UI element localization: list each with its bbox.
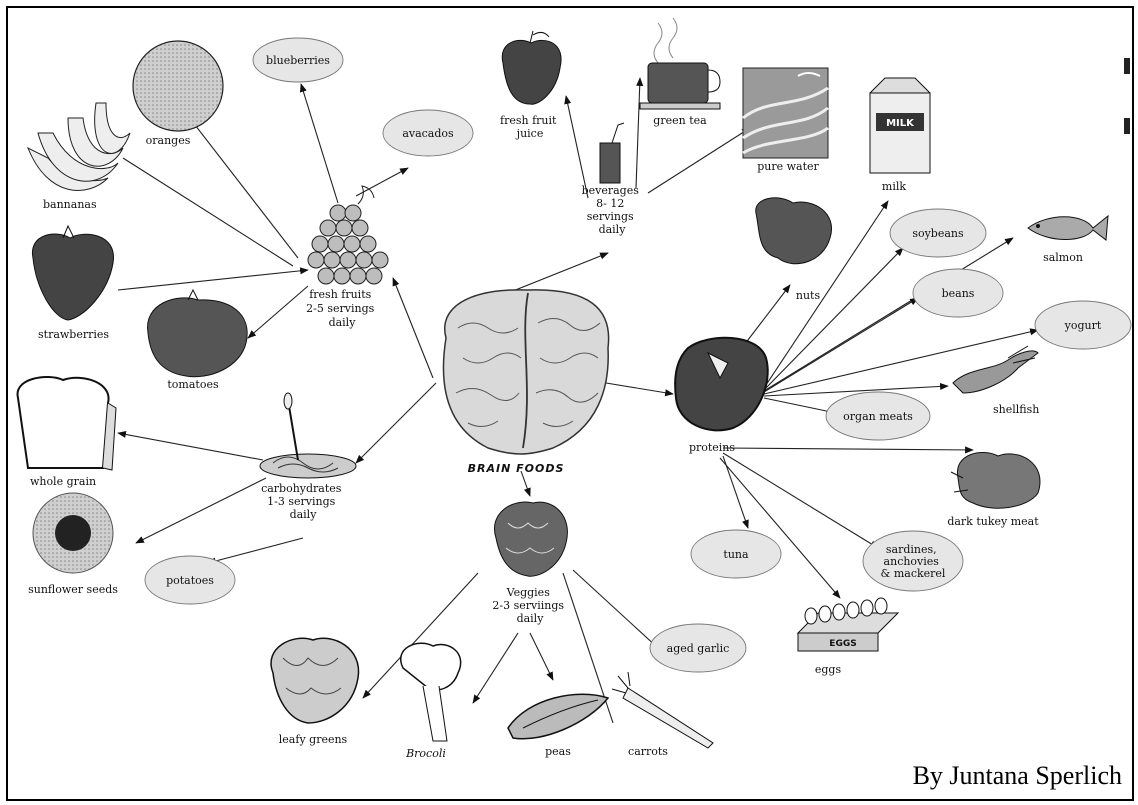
oval-blueberries: blueberries bbox=[253, 38, 343, 82]
carrot-icon bbox=[612, 672, 713, 748]
label-peas: peas bbox=[545, 745, 571, 758]
grapes-icon bbox=[308, 186, 388, 284]
edge-beverages-tea bbox=[636, 78, 640, 188]
label-pure-water: pure water bbox=[757, 160, 819, 173]
edge-carbs-wholegrain bbox=[118, 433, 263, 460]
strawberry-icon bbox=[32, 226, 113, 320]
edge-veggies-broccoli bbox=[473, 633, 518, 703]
label-aged-garlic: aged garlic bbox=[667, 642, 730, 655]
edge-marks bbox=[1122, 58, 1132, 178]
edge-proteins-tuna bbox=[723, 456, 748, 528]
label-milk: milk bbox=[882, 180, 906, 193]
steak-icon bbox=[675, 338, 768, 431]
label-blueberries: blueberries bbox=[266, 54, 330, 67]
lobster-icon bbox=[953, 346, 1038, 393]
label-whole-grain: whole grain bbox=[30, 475, 96, 488]
label-avacados: avacados bbox=[402, 127, 454, 140]
oval-potatoes: potatoes bbox=[145, 556, 235, 604]
group-label-fruits: fresh fruits 2-5 servings daily bbox=[306, 288, 378, 329]
label-tuna: tuna bbox=[723, 548, 749, 561]
label-shellfish: shellfish bbox=[993, 403, 1039, 416]
edge-mark-2 bbox=[1124, 118, 1130, 134]
oval-tuna: tuna bbox=[691, 530, 781, 578]
edge-brain-proteins bbox=[600, 382, 673, 394]
label-salmon: salmon bbox=[1043, 251, 1083, 264]
edge-fruits-blueberries bbox=[301, 84, 338, 203]
peas-pod-icon bbox=[508, 694, 608, 739]
sunflower-icon bbox=[33, 493, 113, 573]
edge-proteins-turkey bbox=[723, 448, 973, 450]
broccoli-icon bbox=[401, 643, 461, 741]
oval-beans: beans bbox=[913, 269, 1003, 317]
diagram-frame: BRAIN FOODS fresh fruits 2-5 servings da… bbox=[6, 6, 1134, 801]
oval-yogurt: yogurt bbox=[1035, 301, 1131, 349]
label-eggs: eggs bbox=[815, 663, 842, 676]
group-label-veggies: Veggies 2-3 serviings daily bbox=[492, 586, 567, 625]
edge-mark-1 bbox=[1124, 58, 1130, 74]
label-tomatoes: tomatoes bbox=[167, 378, 219, 391]
oval-organ-meats: organ meats bbox=[826, 392, 930, 440]
edge-veggies-garlic bbox=[573, 570, 658, 648]
edge-fruits-bannanas bbox=[123, 158, 293, 266]
pasta-plate-icon bbox=[260, 393, 356, 478]
brain-foods-diagram: BRAIN FOODS fresh fruits 2-5 servings da… bbox=[8, 8, 1134, 801]
label-strawberries: strawberries bbox=[38, 328, 109, 341]
brain-illustration bbox=[443, 290, 608, 454]
label-potatoes: potatoes bbox=[166, 574, 214, 587]
apple-icon bbox=[502, 31, 561, 104]
lettuce-icon bbox=[271, 638, 359, 723]
tea-cup-icon bbox=[640, 18, 720, 109]
label-green-tea: green tea bbox=[653, 114, 707, 127]
oval-aged-garlic: aged garlic bbox=[650, 624, 746, 672]
edge-beverages-juice bbox=[566, 96, 588, 198]
group-label-proteins: proteins bbox=[689, 441, 735, 454]
edge-proteins-organ-meats bbox=[764, 398, 836, 413]
group-label-carbs: carbohydrates 1-3 servings daily bbox=[261, 482, 345, 521]
edge-veggies-peas bbox=[530, 633, 553, 680]
edge-carbs-sunflower bbox=[136, 478, 266, 543]
edge-brain-fruits bbox=[393, 278, 433, 378]
oval-avacados: avacados bbox=[383, 110, 473, 156]
edge-fruits-strawberries bbox=[118, 270, 308, 290]
label-broccoli: Brocoli bbox=[405, 747, 446, 760]
oval-soybeans: soybeans bbox=[890, 209, 986, 257]
group-label-beverages: beverages 8- 12 servings daily bbox=[582, 184, 643, 236]
edge-brain-beverages bbox=[508, 253, 608, 293]
fish-icon bbox=[1028, 216, 1108, 240]
drink-glass-icon bbox=[600, 123, 624, 183]
author-credit: By Juntana Sperlich bbox=[913, 761, 1122, 791]
label-sunflower-seeds: sunflower seeds bbox=[28, 583, 118, 596]
water-landscape-icon bbox=[743, 68, 828, 158]
banana-icon bbox=[28, 103, 130, 190]
label-yogurt: yogurt bbox=[1064, 319, 1102, 332]
orange-icon bbox=[133, 41, 223, 131]
label-organ-meats: organ meats bbox=[843, 410, 913, 423]
label-oranges: oranges bbox=[146, 134, 191, 147]
artichoke-icon bbox=[494, 502, 567, 576]
nut-icon bbox=[756, 198, 832, 264]
tomato-icon bbox=[148, 290, 248, 377]
label-carrots: carrots bbox=[628, 745, 668, 758]
edge-proteins-yogurt bbox=[764, 330, 1038, 394]
oval-sardines: sardines, anchovies & mackerel bbox=[863, 531, 963, 591]
label-nuts: nuts bbox=[796, 289, 821, 302]
label-soybeans: soybeans bbox=[912, 227, 964, 240]
edge-brain-carbs bbox=[356, 383, 436, 463]
bread-icon bbox=[18, 377, 116, 470]
edge-beverages-water bbox=[648, 128, 750, 193]
eggs-carton-icon: EGGS bbox=[798, 598, 898, 651]
edge-carbs-potatoes bbox=[208, 538, 303, 563]
label-dark-turkey-meat: dark tukey meat bbox=[947, 515, 1039, 528]
brain-foods-title: BRAIN FOODS bbox=[468, 462, 565, 475]
turkey-icon bbox=[951, 452, 1040, 508]
eggs-carton-text: EGGS bbox=[829, 639, 856, 649]
label-fresh-fruit-juice: fresh fruit juice bbox=[500, 114, 560, 140]
label-leafy-greens: leafy greens bbox=[279, 733, 348, 746]
edge-fruits-tomatoes bbox=[248, 286, 308, 338]
label-sardines: sardines, anchovies & mackerel bbox=[881, 543, 946, 580]
label-bannanas: bannanas bbox=[43, 198, 97, 211]
milk-carton-text: MILK bbox=[886, 118, 915, 129]
label-beans: beans bbox=[942, 287, 975, 300]
milk-carton-icon: MILK bbox=[870, 78, 930, 173]
